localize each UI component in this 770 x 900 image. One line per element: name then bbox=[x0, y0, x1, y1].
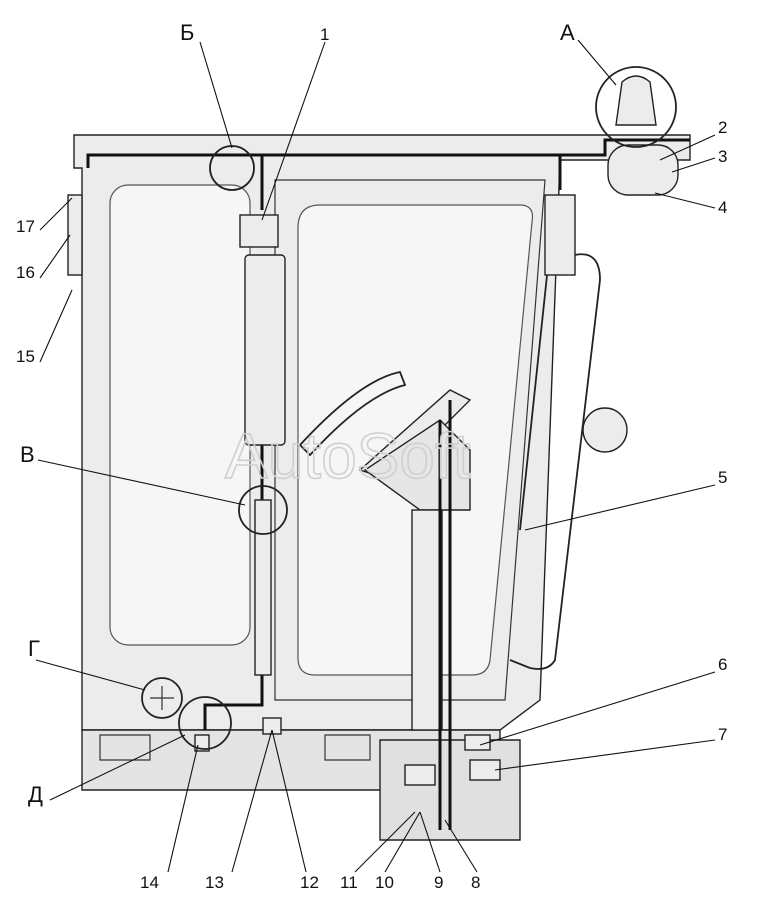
number-labels: 1 2 3 4 5 6 7 8 9 10 11 12 13 14 15 16 1… bbox=[16, 25, 727, 892]
label-11: 11 bbox=[340, 873, 358, 892]
right-mirror bbox=[544, 194, 576, 276]
label-13: 13 bbox=[205, 873, 224, 892]
rear-window bbox=[109, 184, 251, 646]
label-8: 8 bbox=[471, 873, 480, 892]
label-5: 5 bbox=[718, 468, 727, 487]
detail-b-circle bbox=[209, 145, 255, 191]
components bbox=[67, 144, 679, 786]
relay-unit bbox=[239, 214, 279, 248]
label-v: В bbox=[20, 442, 35, 467]
label-7: 7 bbox=[718, 725, 727, 744]
lower-connector bbox=[464, 734, 491, 751]
detail-v-circle bbox=[238, 485, 288, 535]
detail-a-circle bbox=[595, 66, 677, 148]
label-1: 1 bbox=[320, 25, 329, 44]
detail-g-circle bbox=[141, 677, 183, 719]
fuse-block bbox=[244, 254, 286, 446]
label-16: 16 bbox=[16, 263, 35, 282]
front-work-lamp bbox=[582, 407, 628, 453]
watermark-text: AutoSoft bbox=[225, 420, 471, 492]
label-b: Б bbox=[180, 20, 194, 45]
left-upright bbox=[254, 499, 272, 676]
letter-labels: А Б В Г Д bbox=[20, 20, 575, 807]
detail-callouts bbox=[141, 66, 677, 750]
label-d: Д bbox=[28, 782, 43, 807]
detail-d-circle bbox=[178, 696, 232, 750]
label-9: 9 bbox=[434, 873, 443, 892]
connector-14 bbox=[194, 734, 210, 752]
steering-column bbox=[298, 370, 472, 731]
rear-mirror-lamp bbox=[67, 194, 83, 276]
label-17: 17 bbox=[16, 217, 35, 236]
connector-12 bbox=[262, 717, 282, 735]
ground-block bbox=[469, 759, 501, 781]
label-3: 3 bbox=[718, 147, 727, 166]
label-10: 10 bbox=[375, 873, 394, 892]
connector-9 bbox=[404, 764, 436, 786]
label-2: 2 bbox=[718, 118, 727, 137]
leader-lines bbox=[35, 39, 716, 873]
label-15: 15 bbox=[16, 347, 35, 366]
label-4: 4 bbox=[718, 198, 727, 217]
label-6: 6 bbox=[718, 655, 727, 674]
label-g: Г bbox=[28, 636, 40, 661]
label-14: 14 bbox=[140, 873, 159, 892]
front-lamp bbox=[607, 144, 679, 196]
label-12: 12 bbox=[300, 873, 319, 892]
label-a: А bbox=[560, 20, 575, 45]
